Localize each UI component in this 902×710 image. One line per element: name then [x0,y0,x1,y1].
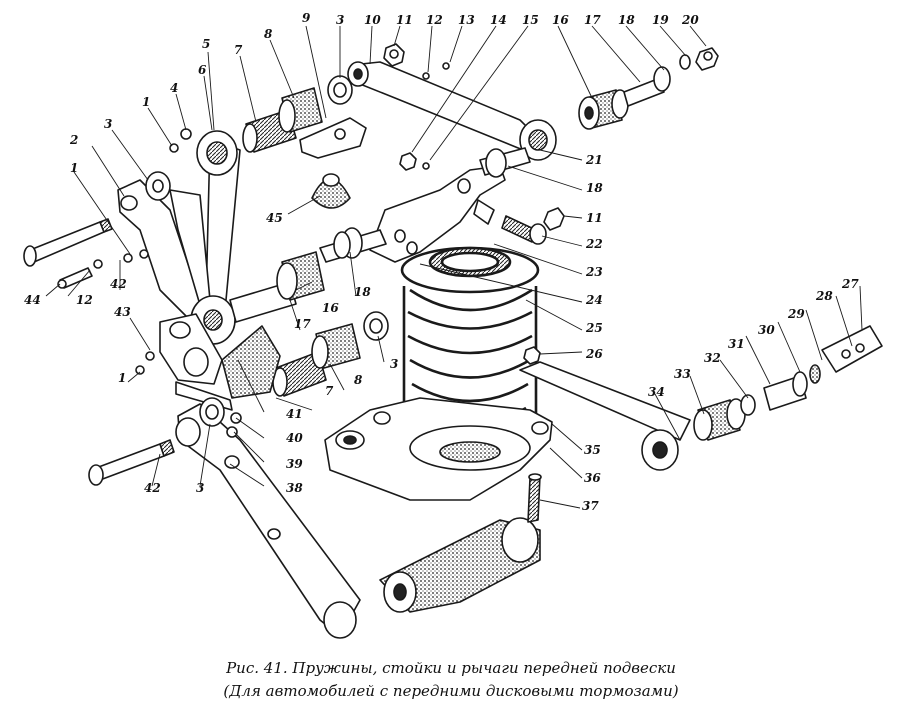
bushing-7-8-top [242,87,323,153]
callout-21: 21 [585,153,603,167]
callout-13: 13 [458,13,475,27]
callout-36: 36 [584,471,601,485]
callout-12b: 12 [76,293,93,307]
callout-41: 41 [286,407,303,421]
callout-33: 33 [674,367,691,381]
callout-15: 15 [522,13,539,27]
frame-bracket-left [117,179,211,321]
bolt-37 [527,473,542,523]
callout-3c: 3 [390,357,398,371]
callout-8a: 8 [264,27,273,41]
callout-20: 20 [681,13,699,27]
callout-24: 24 [585,293,603,307]
callout-1c: 1 [118,371,126,385]
rod-bushing-group [693,325,883,441]
pivot-bracket-left [159,313,233,411]
callout-6: 6 [198,63,207,77]
callout-11a: 11 [396,13,413,27]
washer-3-b [327,75,353,105]
callout-45: 45 [266,211,283,225]
lower-control-arm [324,397,553,501]
bolt-22 [501,207,565,245]
washer-18-b [333,231,351,259]
callout-35: 35 [584,443,601,457]
callout-4: 4 [170,81,178,95]
callout-27: 27 [841,277,859,291]
callout-9: 9 [302,11,311,25]
callout-5: 5 [202,37,210,51]
bolt-44 [23,218,113,267]
callout-1a: 1 [142,95,150,109]
upper-link-left [196,130,241,303]
lower-arm-38 [175,403,361,639]
washer-3-a [145,171,171,201]
callout-17a: 17 [584,13,601,27]
callout-2: 2 [69,133,78,147]
callout-16b: 16 [322,301,339,315]
bushing-7-8-bottom [272,323,361,397]
callout-40: 40 [286,431,303,445]
callout-34: 34 [648,385,665,399]
exploded-suspension-drawing: 1 1 1 2 3 3 3 3 4 5 6 7 7 8 8 9 10 11 11… [23,11,883,639]
rubber-pad-41 [221,325,281,399]
washer-3-c [363,311,389,341]
pin-17-top [623,47,719,107]
callout-19: 19 [652,13,669,27]
callout-8b: 8 [354,373,363,387]
callout-17b: 17 [294,317,311,331]
callout-14: 14 [490,13,507,27]
callout-26: 26 [585,347,603,361]
leader-lines [45,25,863,509]
bushing-16-top [578,89,629,130]
callout-44: 44 [24,293,41,307]
callout-31: 31 [728,337,745,351]
bracket-9 [299,117,367,159]
callout-10: 10 [364,13,381,27]
bolt-42-lower [88,439,175,486]
bump-stop-lower [379,517,541,613]
upper-arm-long [347,61,557,161]
callout-32: 32 [704,351,721,365]
callout-labels: 1 1 1 2 3 3 3 3 4 5 6 7 7 8 8 9 10 11 11… [24,11,859,513]
callout-11b: 11 [586,211,603,225]
callout-42a: 42 [110,277,127,291]
callout-18a: 18 [618,13,635,27]
callout-28: 28 [815,289,833,303]
callout-12a: 12 [426,13,443,27]
callout-25: 25 [585,321,603,335]
nut-40 [226,412,242,438]
callout-7a: 7 [234,43,243,57]
callout-3d: 3 [196,481,204,495]
nut-14 [399,152,417,171]
callout-42b: 42 [144,481,161,495]
callout-7b: 7 [325,384,334,398]
callout-39: 39 [286,457,303,471]
callout-38: 38 [286,481,303,495]
small-parts-left [93,62,450,375]
nut-11 [383,43,405,67]
callout-22: 22 [585,237,603,251]
callout-18c: 18 [354,285,371,299]
callout-16a: 16 [552,13,569,27]
callout-43: 43 [114,305,131,319]
callout-37: 37 [582,499,599,513]
bolt-12-left [57,267,93,289]
callout-23: 23 [585,265,603,279]
figure-caption-note: (Для автомобилей с передними дисковыми т… [223,682,679,700]
callout-18b: 18 [586,181,603,195]
callout-1b: 1 [70,161,78,175]
bump-stop-45 [311,173,351,209]
callout-29: 29 [787,307,805,321]
callout-3b: 3 [336,13,344,27]
callout-30: 30 [758,323,775,337]
figure-caption-title: Рис. 41. Пружины, стойки и рычаги передн… [226,659,676,677]
strut-rod [519,361,691,471]
nut-26 [523,346,541,365]
washer-3-d [199,397,225,427]
callout-3a: 3 [104,117,112,131]
